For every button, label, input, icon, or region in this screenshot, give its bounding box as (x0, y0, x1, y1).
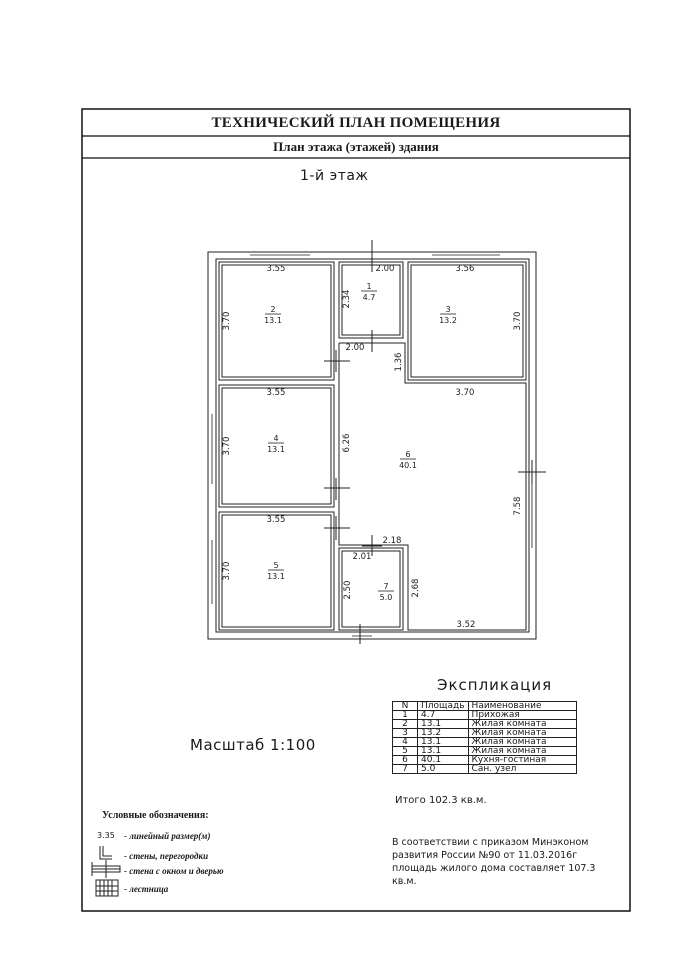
room-4-number: 4 (273, 434, 278, 443)
dim-r1-top: 2.00 (376, 264, 395, 274)
room-1-number: 1 (366, 282, 371, 291)
legend-item-walls: - стены, перегородки (124, 851, 209, 861)
dim-r3-top: 3.56 (456, 264, 475, 274)
explication-title: Экспликация (437, 676, 553, 694)
scale-label: Масштаб 1:100 (190, 736, 316, 754)
dim-r7-left: 2.50 (343, 581, 353, 600)
dim-r6-left: 6.26 (342, 434, 352, 453)
dim-r4-top: 3.55 (267, 388, 286, 398)
windows (207, 251, 537, 640)
dim-r7-top: 2.01 (353, 552, 372, 562)
dim-r7-right: 2.68 (411, 579, 421, 598)
explication-table: N Площадь Наименование 1 4.7 Прихожая 2 … (392, 701, 578, 774)
regulation-note: В соответствии с приказом Минэконом разв… (392, 837, 596, 887)
outer-walls (207, 251, 537, 640)
room-6-area: 40.1 (399, 461, 417, 470)
legend-item-dimension: - линейный размер(м) (124, 831, 211, 841)
legend-sample-dimension: 3.35 (97, 831, 115, 840)
dim-r5-left: 3.70 (222, 562, 232, 581)
table-row: 7 5.0 Сан. узел (392, 764, 578, 774)
legend-symbols (91, 846, 121, 897)
interior-walls (218, 261, 527, 631)
dim-r3-right: 3.70 (513, 312, 523, 331)
wall-symbol-icon (99, 846, 112, 860)
cell-name: Кухня-гостиная (467, 755, 578, 765)
room-6-number: 6 (405, 450, 410, 459)
dim-r4-left: 3.70 (222, 437, 232, 456)
legend-item-stairs: - лестница (124, 884, 169, 894)
cell-area: 5.0 (417, 764, 469, 774)
room-4-area: 13.1 (267, 445, 285, 454)
room-2-area: 13.1 (264, 316, 282, 325)
room-5-number: 5 (273, 561, 278, 570)
table-header-row: N Площадь Наименование (392, 701, 578, 711)
dim-r1-left: 2.34 (342, 290, 352, 309)
stairs-symbol-icon (95, 879, 119, 897)
cell-n: 7 (392, 764, 418, 774)
dim-r6-right: 7.58 (513, 497, 523, 516)
room-3-area: 13.2 (439, 316, 457, 325)
door-markers (324, 240, 546, 644)
legend-item-wall-window-door: - стена с окном и дверью (124, 866, 224, 876)
room-3-walls (407, 261, 527, 381)
room-7-area: 5.0 (380, 593, 393, 602)
dim-passage: 2.18 (383, 536, 402, 546)
room-5-walls (218, 511, 335, 631)
area-underlines (265, 290, 456, 592)
dim-r1-bottom: 2.00 (346, 343, 365, 353)
dim-hall-step: 1.36 (394, 353, 404, 372)
sheet-frame (81, 108, 631, 912)
floor-label: 1-й этаж (300, 168, 369, 184)
room-2-number: 2 (270, 305, 275, 314)
dim-r2-top: 3.55 (267, 264, 286, 274)
room-1-area: 4.7 (363, 293, 376, 302)
page-subtitle: План этажа (этажей) здания (273, 139, 439, 154)
cell-name: Сан. узел (467, 764, 578, 774)
dim-r5-top: 3.55 (267, 515, 286, 525)
room-3-number: 3 (445, 305, 450, 314)
dim-r2-left: 3.70 (222, 312, 232, 331)
page-title: ТЕХНИЧЕСКИЙ ПЛАН ПОМЕЩЕНИЯ (211, 115, 501, 131)
total-area: Итого 102.3 кв.м. (395, 795, 487, 806)
header-name: Наименование (467, 701, 578, 711)
room-7-number: 7 (383, 582, 388, 591)
dim-r6-bottom: 3.52 (457, 620, 476, 630)
table-row: 3 13.2 Жилая комната (392, 728, 578, 738)
dim-r6-top: 3.70 (456, 388, 475, 398)
room-4-walls (218, 384, 335, 508)
legend-title: Условные обозначения: (102, 810, 209, 821)
room-5-area: 13.1 (267, 572, 285, 581)
room-2-walls (218, 261, 335, 381)
room-7-walls (338, 547, 404, 631)
room-6-walls (338, 342, 527, 631)
